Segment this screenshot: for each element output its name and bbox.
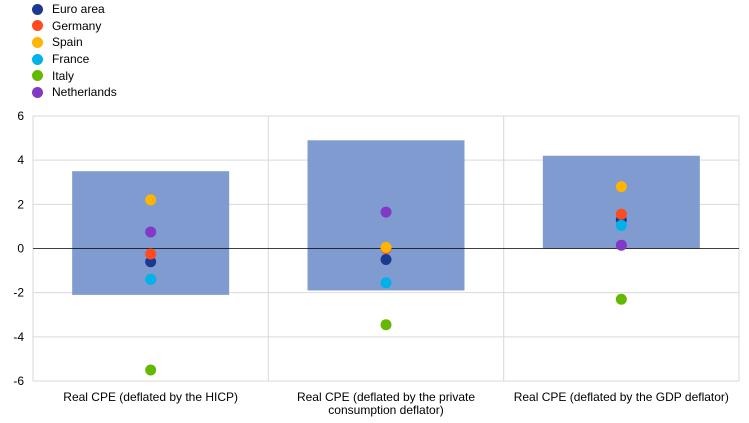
range-bars: [72, 140, 700, 295]
legend-marker-icon: [32, 20, 43, 32]
point-spain: [380, 241, 392, 253]
point-netherlands: [145, 226, 157, 238]
y-tick-label: 6: [17, 109, 24, 123]
legend-marker-icon: [32, 86, 43, 98]
x-category-label: Real CPE (deflated by the GDP deflator): [514, 390, 729, 404]
x-category-label: Real CPE (deflated by the private: [297, 390, 475, 404]
point-italy: [615, 293, 627, 305]
legend-label: Netherlands: [52, 85, 117, 100]
point-germany: [615, 208, 627, 220]
data-points: [145, 181, 627, 376]
point-germany: [145, 248, 157, 260]
legend-item: Germany: [32, 18, 117, 35]
point-euro-area: [380, 254, 392, 266]
legend-item: Italy: [32, 67, 117, 84]
legend-item: Euro area: [32, 1, 117, 18]
legend-marker-icon: [32, 3, 43, 15]
point-spain: [145, 194, 157, 206]
x-category-label: Real CPE (deflated by the HICP): [63, 390, 238, 404]
range-bar: [542, 155, 700, 249]
legend-label: Euro area: [52, 2, 105, 17]
legend-item: Netherlands: [32, 84, 117, 101]
legend-marker-icon: [32, 70, 43, 82]
point-italy: [380, 319, 392, 331]
y-tick-label: 2: [17, 197, 24, 211]
y-tick-label: -2: [13, 286, 24, 300]
y-tick-label: 4: [17, 153, 24, 167]
legend-label: Italy: [52, 68, 75, 83]
point-france: [380, 277, 392, 289]
point-france: [145, 273, 157, 285]
legend-label: France: [52, 52, 90, 67]
legend-marker-icon: [32, 53, 43, 65]
point-france: [615, 219, 627, 231]
y-tick-label: -4: [13, 330, 24, 344]
legend-label: Germany: [52, 18, 102, 33]
y-tick-label: -6: [13, 374, 24, 388]
legend-item: Spain: [32, 34, 117, 51]
x-category-label: consumption deflator): [328, 403, 443, 417]
y-tick-label: 0: [17, 242, 24, 256]
point-netherlands: [615, 239, 627, 251]
point-netherlands: [380, 206, 392, 218]
legend-label: Spain: [52, 35, 83, 50]
legend-marker-icon: [32, 36, 43, 48]
point-italy: [145, 364, 157, 376]
point-euro-area: [145, 256, 157, 268]
legend-item: France: [32, 51, 117, 68]
point-spain: [615, 181, 627, 193]
